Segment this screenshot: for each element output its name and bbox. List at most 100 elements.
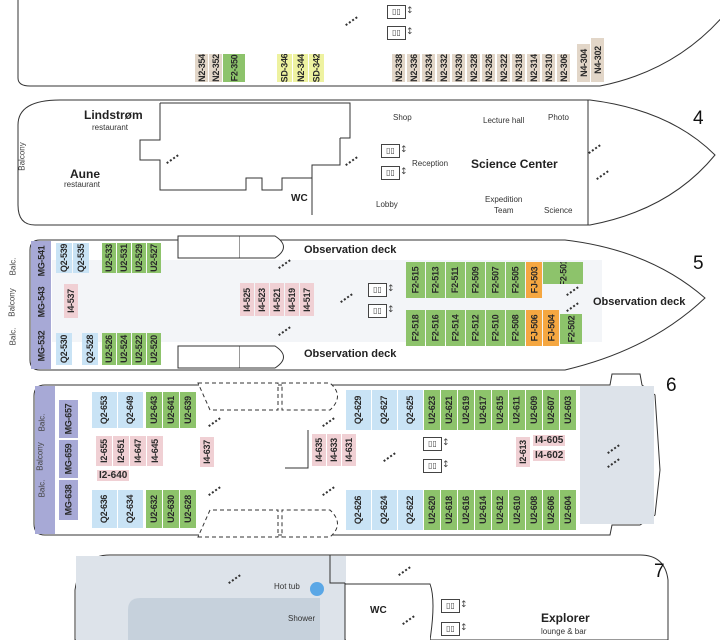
cabin[interactable]: U2-617 bbox=[475, 390, 491, 430]
cabin[interactable]: I4-519 bbox=[285, 283, 299, 316]
cabin[interactable]: N2-318 bbox=[512, 54, 525, 82]
cabin[interactable]: U2-520 bbox=[147, 333, 161, 365]
cabin[interactable]: I2-651 bbox=[113, 436, 129, 466]
cabin[interactable]: U2-607 bbox=[543, 390, 559, 430]
cabin[interactable]: U2-611 bbox=[509, 390, 525, 430]
cabin[interactable]: U2-604 bbox=[560, 490, 576, 530]
cabin[interactable]: U2-643 bbox=[146, 392, 162, 428]
cabin[interactable]: U2-603 bbox=[560, 390, 576, 430]
cabin[interactable]: U2-533 bbox=[102, 243, 116, 273]
cabin[interactable]: F2-512 bbox=[466, 310, 485, 346]
cabin[interactable]: F2-502 bbox=[560, 314, 582, 344]
cabin[interactable]: N2-306 bbox=[557, 54, 570, 82]
cabin[interactable]: I4-631 bbox=[342, 434, 356, 466]
cabin[interactable]: U2-628 bbox=[180, 490, 196, 528]
cabin[interactable]: F2-505 bbox=[506, 262, 525, 298]
cabin[interactable]: MG-532 bbox=[32, 324, 50, 368]
cabin[interactable]: N2-326 bbox=[482, 54, 495, 82]
cabin[interactable]: U2-632 bbox=[146, 490, 162, 528]
cabin[interactable]: U2-522 bbox=[132, 333, 146, 365]
cabin[interactable]: Q2-624 bbox=[372, 490, 397, 530]
cabin[interactable]: Q2-528 bbox=[82, 333, 98, 365]
cabin[interactable]: Q2-530 bbox=[56, 333, 72, 365]
cabin[interactable]: I4-635 bbox=[312, 434, 326, 466]
cabin[interactable]: F2-514 bbox=[446, 310, 465, 346]
cabin[interactable]: N2-314 bbox=[527, 54, 540, 82]
cabin[interactable]: U2-606 bbox=[543, 490, 559, 530]
cabin[interactable]: U2-527 bbox=[147, 243, 161, 273]
cabin[interactable]: F2-507 bbox=[486, 262, 505, 298]
cabin[interactable]: U2-614 bbox=[475, 490, 491, 530]
cabin[interactable]: F2-350 bbox=[223, 54, 245, 82]
cabin[interactable]: MG-638 bbox=[59, 480, 78, 520]
cabin[interactable]: N2-334 bbox=[422, 54, 435, 82]
cabin[interactable]: MG-659 bbox=[59, 440, 78, 478]
cabin[interactable]: U2-639 bbox=[180, 392, 196, 428]
cabin[interactable]: U2-531 bbox=[117, 243, 131, 273]
cabin[interactable]: U2-616 bbox=[458, 490, 474, 530]
cabin[interactable]: F2-513 bbox=[426, 262, 445, 298]
cabin[interactable]: Q2-625 bbox=[398, 390, 423, 430]
cabin[interactable]: I2-640 bbox=[97, 470, 130, 481]
cabin[interactable]: Q2-653 bbox=[92, 392, 117, 428]
cabin[interactable]: F2-509 bbox=[466, 262, 485, 298]
cabin[interactable]: U2-618 bbox=[441, 490, 457, 530]
cabin[interactable]: FJ-504 bbox=[543, 310, 559, 346]
cabin[interactable]: U2-641 bbox=[163, 392, 179, 428]
cabin[interactable]: Q2-634 bbox=[118, 490, 143, 528]
cabin[interactable]: F2-518 bbox=[406, 310, 425, 346]
cabin[interactable]: I4-637 bbox=[200, 437, 214, 467]
cabin[interactable]: N2-310 bbox=[542, 54, 555, 82]
cabin[interactable]: I4-605 bbox=[533, 435, 566, 446]
cabin[interactable]: I4-647 bbox=[130, 436, 146, 466]
cabin[interactable]: I4-525 bbox=[240, 283, 254, 316]
cabin[interactable]: N2-352 bbox=[209, 54, 222, 82]
cabin[interactable]: FJ-506 bbox=[526, 310, 542, 346]
cabin[interactable]: N2-328 bbox=[467, 54, 480, 82]
cabin[interactable]: FJ-503 bbox=[526, 262, 542, 298]
cabin[interactable]: I2-613 bbox=[516, 437, 530, 467]
cabin[interactable]: N2-344 bbox=[293, 54, 308, 82]
cabin[interactable]: Q2-649 bbox=[118, 392, 143, 428]
cabin[interactable]: Q2-622 bbox=[398, 490, 423, 530]
cabin[interactable]: U2-609 bbox=[526, 390, 542, 430]
cabin[interactable]: U2-524 bbox=[117, 333, 131, 365]
cabin[interactable]: U2-620 bbox=[424, 490, 440, 530]
cabin[interactable]: F2-516 bbox=[426, 310, 445, 346]
cabin[interactable]: U2-529 bbox=[132, 243, 146, 273]
cabin[interactable]: Q2-629 bbox=[346, 390, 371, 430]
cabin[interactable]: U2-630 bbox=[163, 490, 179, 528]
cabin[interactable]: I4-602 bbox=[533, 450, 566, 461]
cabin[interactable]: N4-304 bbox=[577, 44, 590, 82]
cabin[interactable]: U2-615 bbox=[492, 390, 508, 430]
cabin[interactable]: I4-537 bbox=[64, 284, 78, 318]
cabin[interactable]: I4-645 bbox=[147, 436, 163, 466]
cabin[interactable]: I4-523 bbox=[255, 283, 269, 316]
cabin[interactable]: Q2-626 bbox=[346, 490, 371, 530]
cabin[interactable]: U2-623 bbox=[424, 390, 440, 430]
cabin[interactable]: F2-501 bbox=[543, 262, 583, 284]
cabin[interactable]: N2-338 bbox=[392, 54, 405, 82]
cabin[interactable]: I2-655 bbox=[96, 436, 112, 466]
cabin[interactable]: SD-346 bbox=[277, 54, 292, 82]
cabin[interactable]: U2-621 bbox=[441, 390, 457, 430]
cabin[interactable]: N2-336 bbox=[407, 54, 420, 82]
cabin[interactable]: F2-511 bbox=[446, 262, 465, 298]
cabin[interactable]: U2-619 bbox=[458, 390, 474, 430]
cabin[interactable]: N2-322 bbox=[497, 54, 510, 82]
cabin[interactable]: Q2-627 bbox=[372, 390, 397, 430]
cabin[interactable]: Q2-636 bbox=[92, 490, 117, 528]
cabin[interactable]: F2-508 bbox=[506, 310, 525, 346]
cabin[interactable]: N2-354 bbox=[195, 54, 208, 82]
cabin[interactable]: I4-521 bbox=[270, 283, 284, 316]
cabin[interactable]: I4-633 bbox=[327, 434, 341, 466]
cabin[interactable]: Q2-535 bbox=[73, 243, 89, 273]
cabin[interactable]: U2-612 bbox=[492, 490, 508, 530]
cabin[interactable]: U2-608 bbox=[526, 490, 542, 530]
cabin[interactable]: SD-342 bbox=[309, 54, 324, 82]
cabin[interactable]: N2-332 bbox=[437, 54, 450, 82]
cabin[interactable]: N2-330 bbox=[452, 54, 465, 82]
cabin[interactable]: Q2-539 bbox=[56, 243, 72, 273]
cabin[interactable]: MG-543 bbox=[32, 282, 50, 322]
cabin[interactable]: N4-302 bbox=[591, 38, 604, 82]
